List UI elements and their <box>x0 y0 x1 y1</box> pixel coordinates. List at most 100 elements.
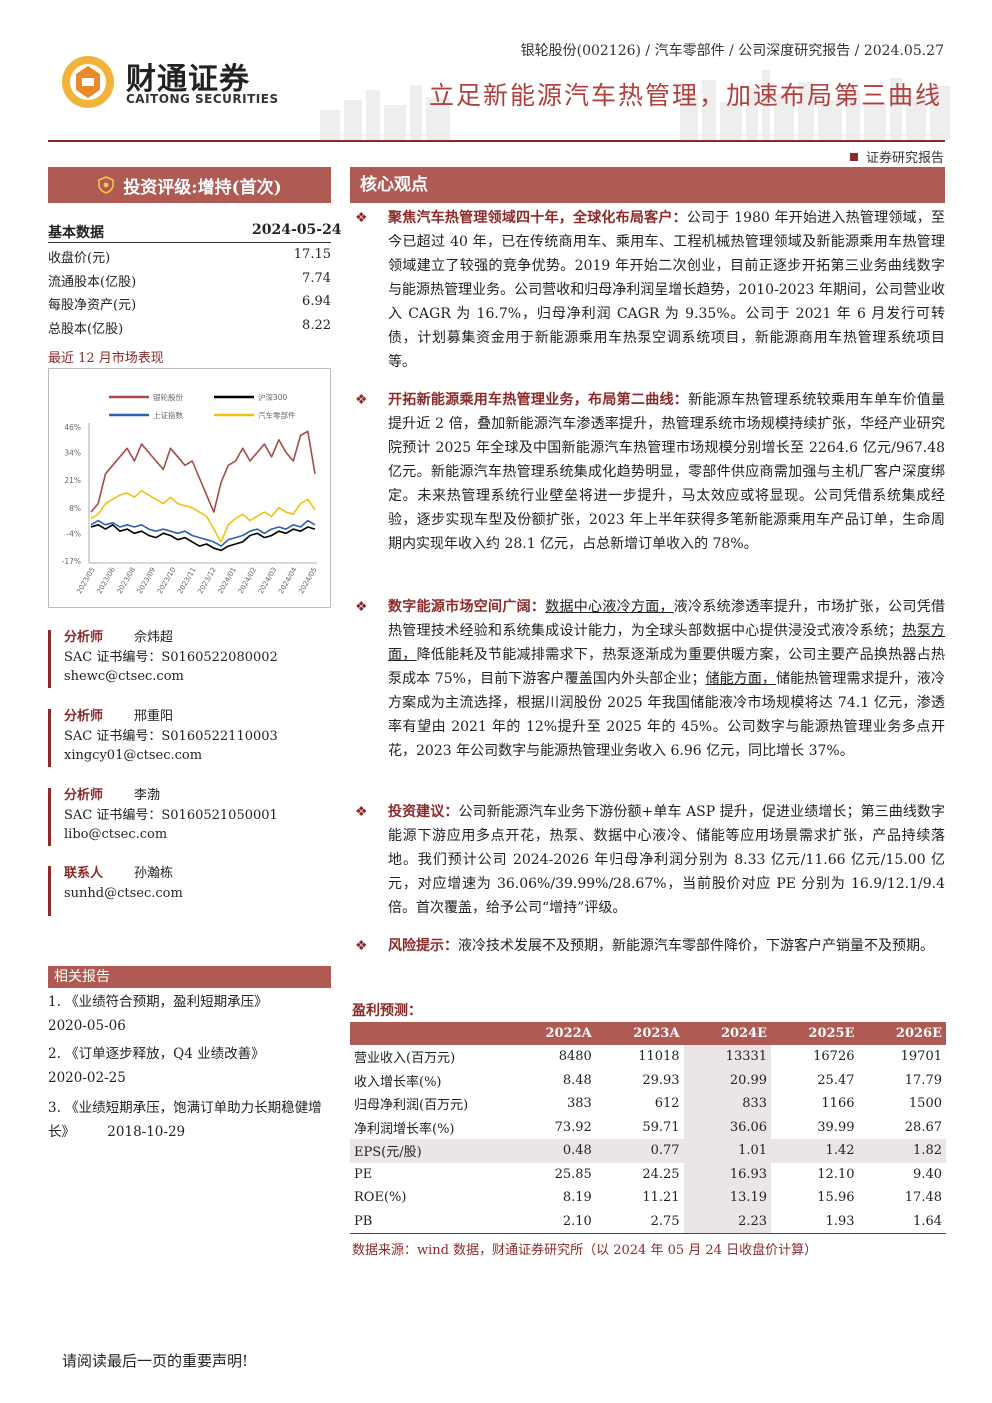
table-cell: PB <box>354 1213 373 1229</box>
forecast-header-row: 2022A 2023A 2024E 2025E 2026E <box>350 1022 946 1045</box>
table-cell: 16726 <box>813 1049 855 1065</box>
table-cell: 0.48 <box>508 1139 596 1163</box>
table-cell: 营业收入(百万元) <box>354 1051 456 1067</box>
table-cell: 17.79 <box>904 1072 942 1088</box>
logo-text-cn: 财通证券 <box>126 62 250 97</box>
table-cell: 8.19 <box>562 1190 592 1206</box>
analyst-accent-bar <box>48 709 51 767</box>
table-cell: 归母净利润(百万元) <box>354 1098 469 1114</box>
table-cell: 0.77 <box>595 1139 684 1163</box>
table-row: PB 2.10 2.75 2.23 1.93 1.64 <box>350 1209 946 1234</box>
analyst-email[interactable]: shewc@ctsec.com <box>64 669 184 684</box>
core-point-1: ❖ 聚焦汽车热管理领域四十年，全球化布局客户：公司于 1980 年开始进入热管理… <box>355 206 945 374</box>
diamond-bullet-icon: ❖ <box>355 804 368 820</box>
header-divider <box>48 140 945 142</box>
basic-row-label: 每股净资产(元) <box>48 298 137 313</box>
core-point-3: ❖ 数字能源市场空间广阔：数据中心液冷方面，液冷系统渗透率提升，市场扩张，公司凭… <box>355 595 945 763</box>
analyst-name: 邢重阳 <box>134 709 174 724</box>
related-report-title[interactable]: 1. 《业绩符合预期，盈利短期承压》 <box>48 994 268 1010</box>
x-tick-label: 2023/12 <box>196 566 217 595</box>
table-row: 收入增长率(%) 8.48 29.93 20.99 25.47 17.79 <box>350 1068 946 1092</box>
table-cell: 24.25 <box>642 1166 680 1182</box>
table-cell: 16.93 <box>683 1162 772 1186</box>
related-report-item[interactable]: 3. 《业绩短期承压，饱满订单助力长期稳健增长》 2018-10-29 <box>48 1096 331 1144</box>
basic-row-value: 6.94 <box>302 294 331 309</box>
related-reports-header: 相关报告 <box>48 966 331 988</box>
table-cell: 11.21 <box>642 1190 680 1206</box>
analyst-cert: SAC 证书编号：S0160521050001 <box>64 807 278 823</box>
analyst-email[interactable]: libo@ctsec.com <box>64 827 168 842</box>
related-report-date: 2020-05-06 <box>48 1018 126 1034</box>
analyst-accent-bar <box>48 630 51 688</box>
forecast-table: 2022A 2023A 2024E 2025E 2026E 营业收入(百万元) … <box>350 1022 946 1234</box>
point-text: 公司于 1980 年开始进入热管理领域，至今已超过 40 年，已在传统商用车、乘… <box>388 210 946 370</box>
table-cell: 2.23 <box>683 1209 772 1234</box>
company-logo: 财通证券 CAITONG SECURITIES <box>60 52 305 114</box>
analyst-role: 分析师 <box>64 630 104 645</box>
table-cell: 25.47 <box>817 1072 855 1088</box>
y-tick-label: -4% <box>66 529 81 538</box>
analyst-accent-bar <box>48 788 51 846</box>
analyst-name: 孙瀚栋 <box>134 866 174 881</box>
basic-row-value: 8.22 <box>302 318 331 333</box>
disclaimer-note: 请阅读最后一页的重要声明! <box>62 1352 249 1370</box>
table-cell: 19701 <box>900 1049 942 1065</box>
x-tick-label: 2023/08 <box>116 566 137 595</box>
related-report-item[interactable]: 2. 《订单逐步释放，Q4 业绩改善》 2020-02-25 <box>48 1042 331 1090</box>
table-row: PE 25.85 24.25 16.93 12.10 9.40 <box>350 1162 946 1186</box>
diamond-bullet-icon: ❖ <box>355 938 368 954</box>
basic-data-divider <box>48 242 331 243</box>
table-cell: 13331 <box>683 1045 772 1069</box>
series-line-3 <box>90 490 316 543</box>
legend-label: 沪深300 <box>258 392 288 402</box>
table-cell: EPS(元/股) <box>350 1139 508 1163</box>
related-report-title[interactable]: 2. 《订单逐步释放，Q4 业绩改善》 <box>48 1046 265 1062</box>
rating-text: 投资评级:增持(首次) <box>123 177 282 198</box>
table-cell: 15.96 <box>817 1190 855 1206</box>
basic-row: 流通股本(亿股) 7.74 <box>48 271 331 290</box>
logo-mark-icon <box>62 56 114 108</box>
table-cell: 1500 <box>908 1096 942 1112</box>
table-cell: 1.82 <box>858 1139 946 1163</box>
analyst-cert: SAC 证书编号：S0160522080002 <box>64 649 278 665</box>
x-tick-label: 2023/11 <box>176 566 197 595</box>
x-tick-label: 2023/10 <box>156 566 177 595</box>
analyst-email[interactable]: xingcy01@ctsec.com <box>64 748 203 763</box>
table-cell: 1.01 <box>683 1139 772 1163</box>
analyst-card: 分析师李渤 SAC 证书编号：S0160521050001 libo@ctsec… <box>48 786 331 848</box>
point-text: 液冷系统渗透率提升，市场扩张，公司凭借热管理技术经验和系统集成设计能力，为全球头… <box>388 599 946 639</box>
table-cell: 8.48 <box>562 1072 592 1088</box>
core-views-header: 核心观点 <box>350 167 945 203</box>
forecast-header-cell: 2023A <box>595 1022 684 1045</box>
point-text: 降低能耗及节能减排需求下，热泵逐渐成为重要供暖方案，公司主要产品换热器占热泵成本… <box>388 647 946 687</box>
table-cell: 收入增长率(%) <box>354 1074 442 1090</box>
square-bullet-icon <box>849 153 858 161</box>
report-type-label: 证券研究报告 <box>849 147 944 166</box>
basic-row: 收盘价(元) 17.15 <box>48 247 331 266</box>
legend-label: 银轮股份 <box>153 392 183 402</box>
point-lead: 聚焦汽车热管理领域四十年，全球化布局客户： <box>388 210 687 226</box>
analyst-email[interactable]: sunhd@ctsec.com <box>64 885 183 901</box>
basic-row-label: 流通股本(亿股) <box>48 275 137 290</box>
point-lead: 风险提示： <box>388 938 458 954</box>
series-line-0 <box>90 430 316 513</box>
table-cell: 8480 <box>558 1049 592 1065</box>
related-report-date: 2020-02-25 <box>48 1070 126 1086</box>
related-report-title[interactable]: 3. 《业绩短期承压，饱满订单助力长期稳健增长》 <box>48 1100 322 1140</box>
market-performance-label: 最近 12 月市场表现 <box>48 351 164 366</box>
related-report-date: 2018-10-29 <box>107 1124 186 1140</box>
basic-row-label: 总股本(亿股) <box>48 322 124 337</box>
x-tick-label: 2024/01 <box>217 566 238 595</box>
table-cell: 13.19 <box>683 1186 772 1210</box>
basic-data-title: 基本数据 <box>48 225 104 241</box>
basic-row-label: 收盘价(元) <box>48 251 111 266</box>
legend-label: 汽车零部件 <box>258 410 296 420</box>
table-row: 净利润增长率(%) 73.92 59.71 36.06 39.99 28.67 <box>350 1115 946 1139</box>
point-underline: 数据中心液冷方面， <box>545 599 674 615</box>
related-report-item[interactable]: 1. 《业绩符合预期，盈利短期承压》 2020-05-06 <box>48 990 331 1038</box>
table-cell: 1.93 <box>825 1213 855 1229</box>
contact-card: 联系人孙瀚栋 sunhd@ctsec.com <box>48 864 331 916</box>
y-tick-label: 34% <box>64 449 81 458</box>
core-point-5: ❖ 风险提示：液冷技术发展不及预期，新能源汽车零部件降价，下游客户产销量不及预期… <box>355 934 945 958</box>
page-title: 立足新能源汽车热管理，加速布局第三曲线 <box>428 81 942 110</box>
